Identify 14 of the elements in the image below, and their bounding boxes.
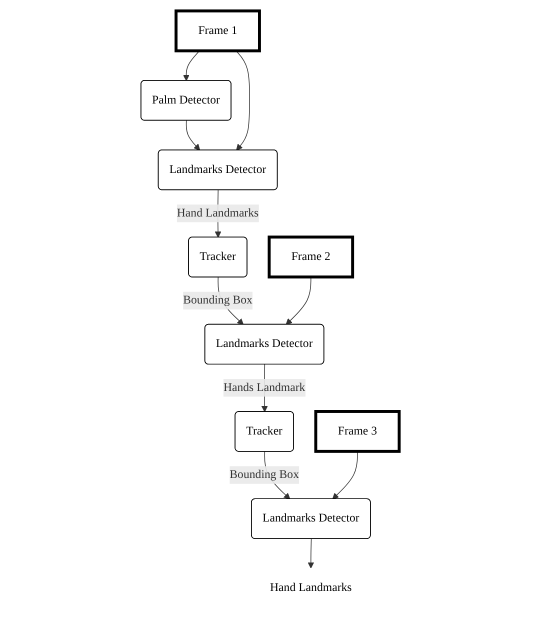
edge-label: Hands Landmark	[223, 381, 306, 394]
arrow	[182, 50, 200, 82]
edge-label: Hand Landmarks	[176, 206, 259, 220]
node-box: Frame 1	[174, 9, 261, 52]
arrow	[186, 120, 200, 151]
node-box: Frame 2	[268, 236, 354, 278]
arrow	[236, 50, 250, 151]
arrow	[308, 538, 314, 568]
edge-label: Bounding Box	[230, 468, 299, 481]
arrow	[332, 451, 358, 500]
node-text: Hand Landmarks	[270, 581, 352, 594]
node-box: Frame 3	[314, 410, 401, 453]
edge-label: Bounding Box	[183, 294, 252, 307]
arrow	[286, 276, 312, 325]
